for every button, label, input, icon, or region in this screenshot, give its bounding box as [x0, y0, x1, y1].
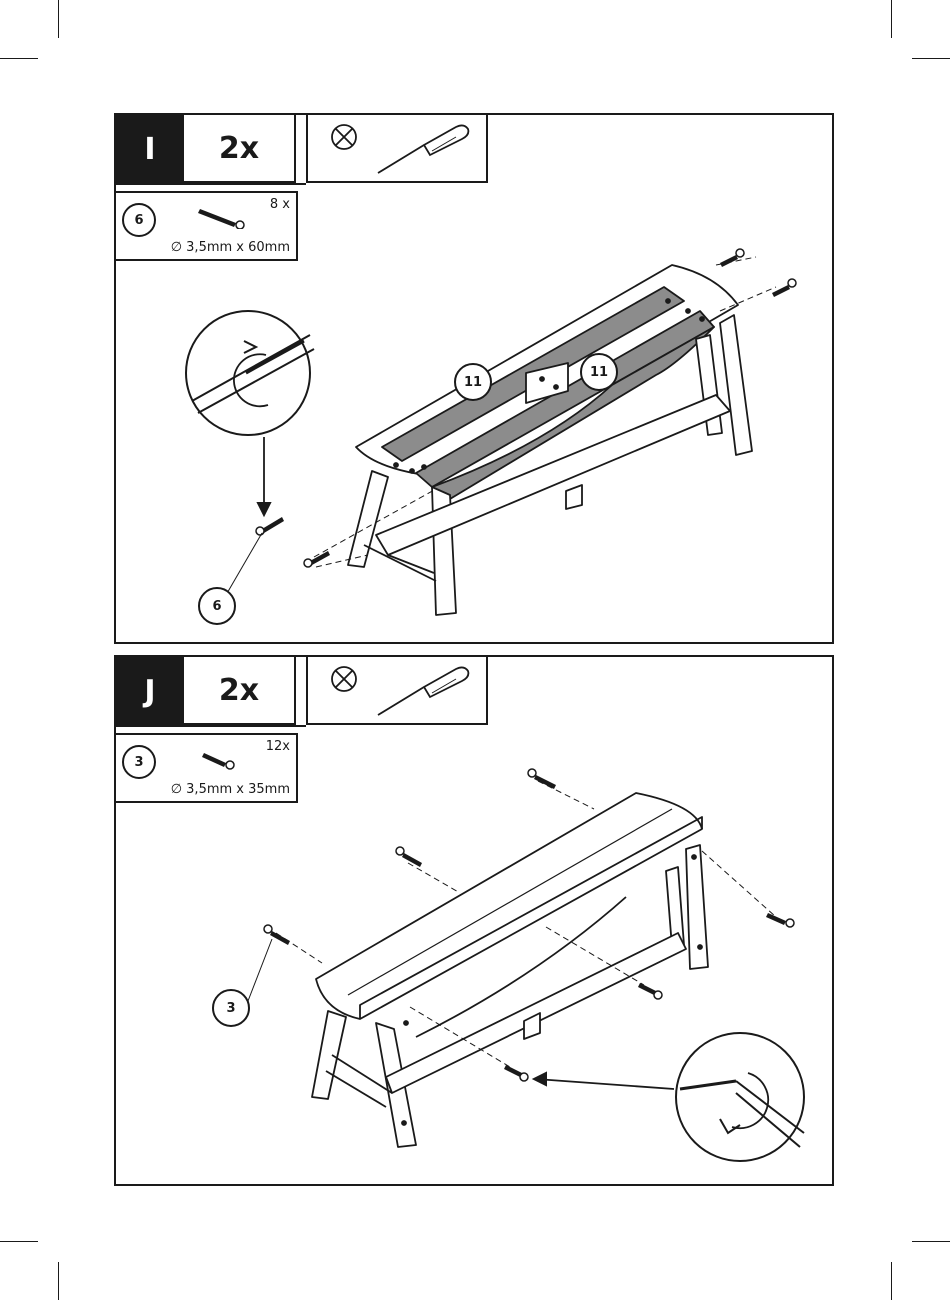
- part-size: ∅ 3,5mm x 35mm: [171, 782, 290, 797]
- crop-mark: [58, 0, 59, 38]
- part-quantity: 8 x: [270, 197, 290, 212]
- step-count: 2x: [184, 657, 296, 725]
- crop-mark: [912, 58, 950, 59]
- part-callout: 3: [212, 989, 250, 1027]
- part-number-circle: 3: [122, 745, 156, 779]
- part-callout: 11: [580, 353, 618, 391]
- detail-zoom-circle: [534, 1033, 804, 1161]
- tool-box: [306, 657, 488, 725]
- part-number-circle: 6: [122, 203, 156, 237]
- part-quantity: 12x: [266, 739, 290, 754]
- step-letter: I: [116, 115, 184, 183]
- step-panel-i: I 2x 6 8 x ∅ 3,5mm x 60mm 11 11 6: [114, 113, 834, 644]
- crop-mark: [58, 1262, 59, 1300]
- crop-mark: [891, 0, 892, 38]
- detail-zoom-circle: [186, 311, 314, 595]
- part-size: ∅ 3,5mm x 60mm: [171, 240, 290, 255]
- step-letter: J: [116, 657, 184, 725]
- step-count: 2x: [184, 115, 296, 183]
- step-panel-j: J 2x 3 12x ∅ 3,5mm x 35mm 3: [114, 655, 834, 1186]
- parts-box: 3 12x ∅ 3,5mm x 35mm: [116, 733, 298, 803]
- header-rule: [116, 725, 306, 733]
- screw-icon: [196, 205, 252, 229]
- tool-box: [306, 115, 488, 183]
- parts-box: 6 8 x ∅ 3,5mm x 60mm: [116, 191, 298, 261]
- screw-icon: [196, 747, 252, 771]
- crop-mark: [0, 58, 38, 59]
- crop-mark: [912, 1241, 950, 1242]
- part-callout: 11: [454, 363, 492, 401]
- crop-mark: [891, 1262, 892, 1300]
- header-rule: [116, 183, 306, 191]
- part-callout: 6: [198, 587, 236, 625]
- crop-mark: [0, 1241, 38, 1242]
